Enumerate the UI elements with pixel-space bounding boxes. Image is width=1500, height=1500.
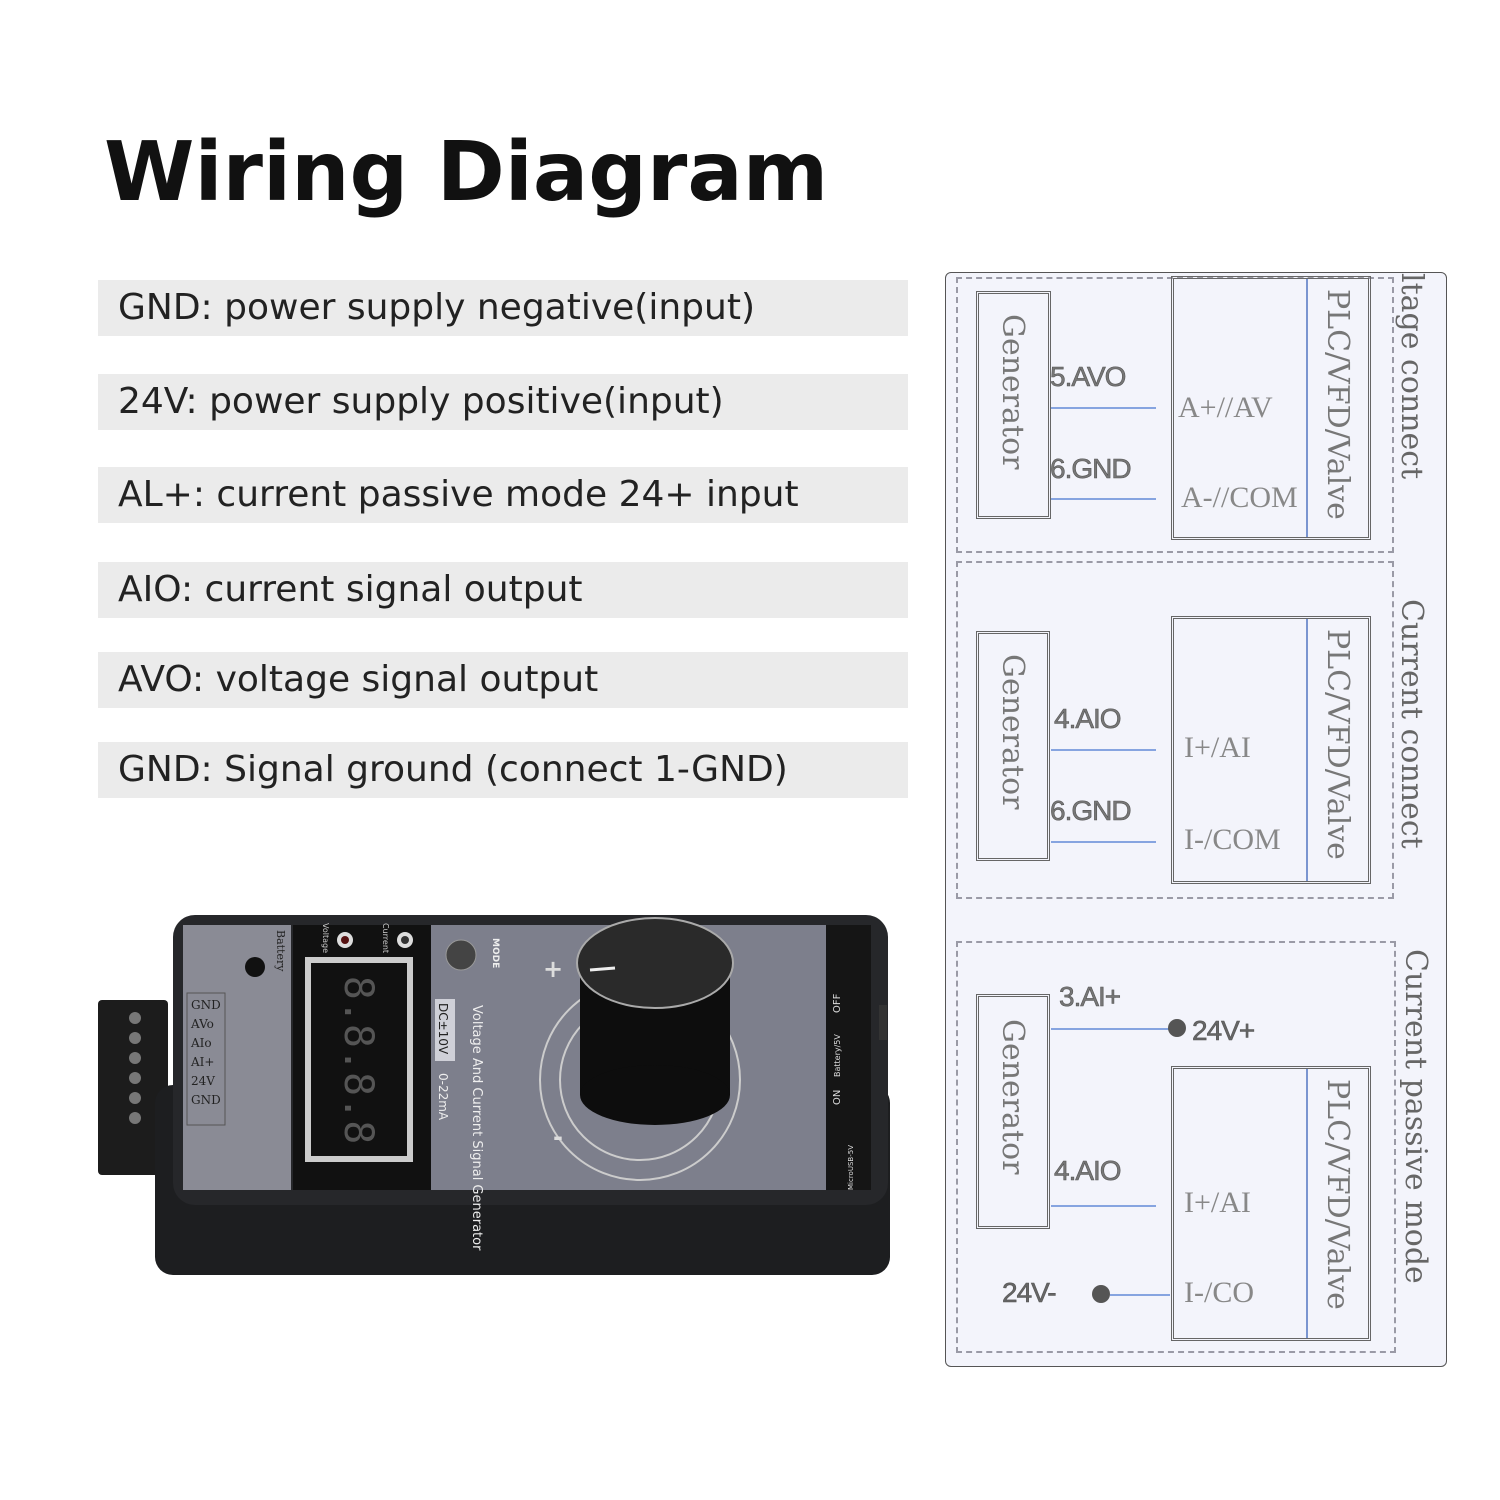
terminal-label: AIo bbox=[190, 1036, 212, 1050]
knob-base bbox=[580, 1065, 730, 1125]
generator-box: Generator bbox=[976, 291, 1051, 519]
micro-usb-label: MicroUSB-5V bbox=[847, 1145, 855, 1190]
passive-section bbox=[956, 941, 1396, 1353]
switch-strip bbox=[826, 925, 871, 1190]
arrow-right-icon bbox=[1051, 498, 1156, 500]
wire-label: 6.GND bbox=[1050, 795, 1132, 827]
knob-indicator bbox=[589, 966, 616, 972]
target-divider bbox=[1306, 1069, 1308, 1338]
port-label: I+/AI bbox=[1184, 1186, 1251, 1219]
target-label: PLC/VFD/Valve bbox=[1320, 1079, 1355, 1310]
generator-box: Generator bbox=[976, 631, 1050, 861]
pin-description: GND: Signal ground (connect 1-GND) bbox=[98, 742, 908, 798]
wire-label: 3.AI+ bbox=[1059, 981, 1122, 1013]
pin-description: AVO: voltage signal output bbox=[98, 652, 908, 708]
wire-label: 4.AIO bbox=[1054, 703, 1122, 735]
supply-plus-label: 24V+ bbox=[1192, 1015, 1256, 1047]
port-label: I-/CO bbox=[1184, 1276, 1254, 1309]
range-dc: DC±10V bbox=[436, 1003, 450, 1055]
voltage-label: Voltage bbox=[321, 923, 330, 953]
port-label: I-/COM bbox=[1184, 823, 1281, 856]
generator-label: Generator bbox=[995, 314, 1030, 470]
arrow-right-icon bbox=[1051, 749, 1156, 751]
generator-label: Generator bbox=[995, 654, 1030, 810]
section-title: ltage connect bbox=[1394, 273, 1429, 480]
plus-label: + bbox=[543, 955, 563, 983]
power-switch[interactable] bbox=[879, 1005, 887, 1040]
mode-label: MODE bbox=[490, 938, 500, 968]
target-divider bbox=[1306, 279, 1308, 537]
section-title: Current connect bbox=[1394, 599, 1429, 849]
terminal-block bbox=[98, 1000, 168, 1175]
wiring-diagram-panel: Generator PLC/VFD/Valve ltage connect 5.… bbox=[945, 272, 1447, 1367]
arrow-left-icon bbox=[1051, 1028, 1169, 1030]
section-title: Current passive mode bbox=[1398, 949, 1433, 1284]
battery-led-icon bbox=[245, 957, 265, 977]
target-box: PLC/VFD/Valve bbox=[1171, 616, 1371, 884]
wire-line bbox=[1110, 1294, 1170, 1296]
terminal-label: AVo bbox=[190, 1017, 214, 1031]
signal-generator-device: Battery GND AVo AIo AI+ 24V GND Voltage … bbox=[98, 915, 890, 1275]
arrow-right-icon bbox=[1051, 1205, 1156, 1207]
terminal-dot-icon bbox=[1092, 1285, 1110, 1303]
generator-label: Generator bbox=[995, 1019, 1030, 1175]
target-label: PLC/VFD/Valve bbox=[1320, 289, 1355, 520]
port-label: A+//AV bbox=[1178, 391, 1273, 424]
terminal-dot-icon bbox=[1168, 1019, 1186, 1037]
port-label: I+/AI bbox=[1184, 731, 1251, 764]
terminal-label: GND bbox=[191, 1093, 221, 1107]
battery-label: Battery bbox=[274, 930, 287, 972]
mode-button[interactable] bbox=[445, 939, 477, 971]
adjust-knob[interactable] bbox=[576, 917, 734, 1009]
current-section bbox=[956, 561, 1394, 899]
pin-description: AL+: current passive mode 24+ input bbox=[98, 467, 908, 523]
terminal-label: 24V bbox=[191, 1074, 215, 1088]
supply-minus-label: 24V- bbox=[1002, 1277, 1057, 1309]
switch-battery-label: Battery/5V bbox=[833, 1034, 842, 1077]
current-label: Current bbox=[381, 923, 390, 953]
terminal-screws bbox=[129, 1012, 141, 1124]
range-strip bbox=[435, 999, 455, 1061]
pin-description: 24V: power supply positive(input) bbox=[98, 374, 908, 430]
pin-description: AIO: current signal output bbox=[98, 562, 908, 618]
display-digits: 8.8.8.8 bbox=[335, 976, 381, 1145]
switch-off-label: OFF bbox=[832, 993, 843, 1013]
pin-description: GND: power supply negative(input) bbox=[98, 280, 908, 336]
generator-box: Generator bbox=[976, 994, 1050, 1229]
switch-on-label: ON bbox=[832, 1090, 843, 1105]
terminal-label: AI+ bbox=[190, 1055, 214, 1069]
target-box: PLC/VFD/Valve bbox=[1171, 276, 1371, 540]
seven-segment-display bbox=[311, 963, 407, 1156]
arrow-right-icon bbox=[1051, 407, 1156, 409]
product-name: Voltage And Current Signal Generator bbox=[469, 1005, 484, 1251]
range-ma: 0-22mA bbox=[436, 1073, 450, 1121]
wire-label: 6.GND bbox=[1050, 453, 1132, 485]
left-panel bbox=[183, 925, 291, 1190]
target-divider bbox=[1306, 619, 1308, 881]
target-label: PLC/VFD/Valve bbox=[1320, 629, 1355, 860]
wire-label: 4.AIO bbox=[1054, 1155, 1122, 1187]
terminal-label-frame bbox=[186, 992, 226, 1126]
arrow-right-icon bbox=[1051, 841, 1156, 843]
page-title: Wiring Diagram bbox=[104, 125, 829, 220]
target-box: PLC/VFD/Valve bbox=[1171, 1066, 1371, 1341]
port-label: A-//COM bbox=[1181, 481, 1298, 514]
wire-label: 5.AVO bbox=[1050, 361, 1127, 393]
minus-label: - bbox=[553, 1123, 563, 1151]
terminal-label: GND bbox=[191, 998, 221, 1012]
